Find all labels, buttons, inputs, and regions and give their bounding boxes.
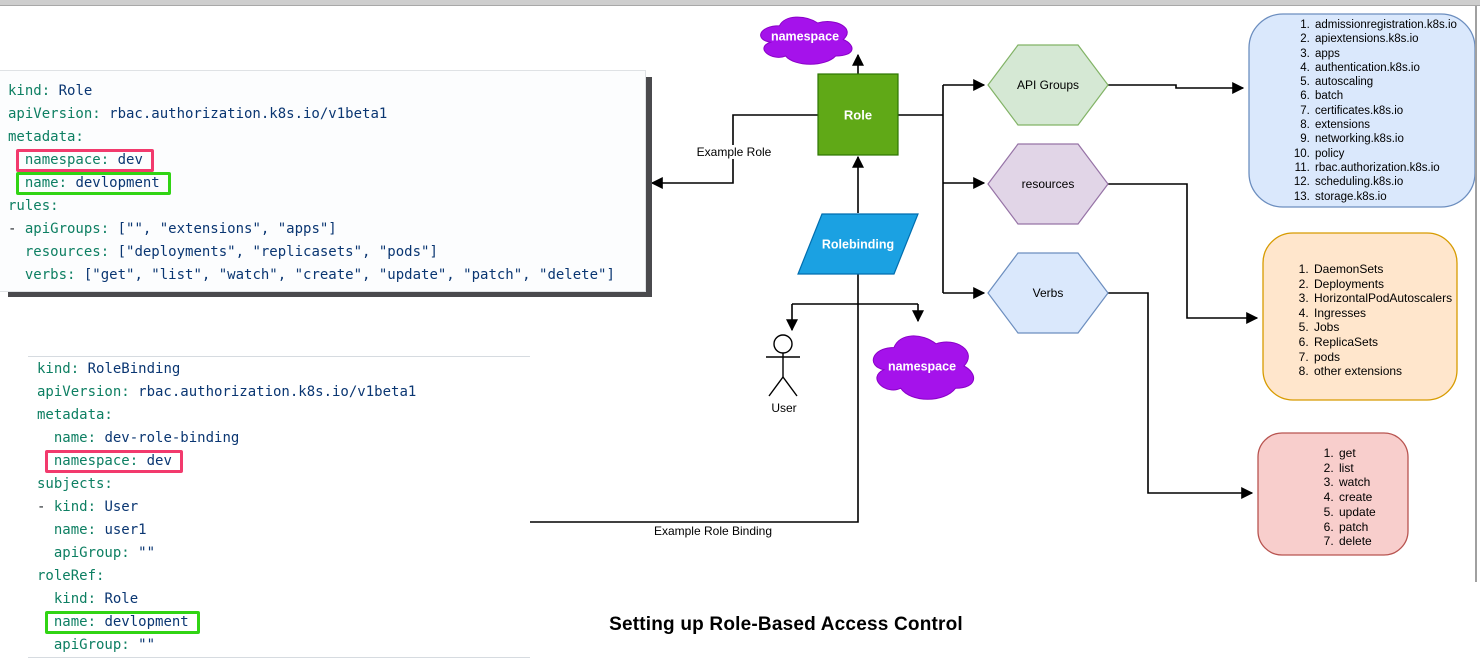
yaml-line: namespace: dev xyxy=(37,450,530,473)
diagram-title: Setting up Role-Based Access Control xyxy=(609,614,963,635)
yaml-line: - kind: User xyxy=(37,499,139,515)
edge-api-groups-to-list xyxy=(1108,82,1245,94)
list-item: apps xyxy=(1313,47,1474,61)
yaml-line: resources: ["deployments", "replicasets"… xyxy=(24,244,438,260)
verbs-hexagon-label: Verbs xyxy=(1033,286,1064,300)
list-item: create xyxy=(1337,490,1408,505)
list-item: DaemonSets xyxy=(1312,262,1457,277)
list-item: patch xyxy=(1337,520,1408,535)
list-item: rbac.authorization.k8s.io xyxy=(1313,161,1474,175)
list-item: scheduling.k8s.io xyxy=(1313,175,1474,189)
resources-list: DaemonSetsDeploymentsHorizontalPodAutosc… xyxy=(1263,262,1457,379)
name-highlight-box: name: devlopment xyxy=(44,611,200,634)
window-right-border xyxy=(1475,6,1477,582)
yaml-line: - apiGroups: ["", "extensions", "apps"] xyxy=(8,221,337,237)
name-highlight-box: name: devlopment xyxy=(15,172,171,195)
list-item: ReplicaSets xyxy=(1312,335,1457,350)
list-item: pods xyxy=(1312,350,1457,365)
yaml-line: apiGroup: "" xyxy=(53,545,156,561)
list-item: get xyxy=(1337,446,1408,461)
edge-resources-to-list xyxy=(1108,183,1259,324)
list-item: autoscaling xyxy=(1313,75,1474,89)
yaml-line: name: user1 xyxy=(53,522,147,538)
yaml-line: subjects: xyxy=(37,476,113,492)
list-item: delete xyxy=(1337,534,1408,549)
user-icon xyxy=(766,334,800,397)
verbs-ol: getlistwatchcreateupdatepatchdelete xyxy=(1258,446,1408,549)
yaml-line: namespace: dev xyxy=(8,149,645,172)
yaml-line: verbs: ["get", "list", "watch", "create"… xyxy=(24,267,615,283)
yaml-line: name: devlopment xyxy=(37,611,530,634)
list-item: watch xyxy=(1337,475,1408,490)
list-item: networking.k8s.io xyxy=(1313,132,1474,146)
edge-role-junction xyxy=(898,85,944,293)
list-item: policy xyxy=(1313,147,1474,161)
list-item: authentication.k8s.io xyxy=(1313,61,1474,75)
yaml-line: kind: Role xyxy=(53,591,139,607)
list-item: storage.k8s.io xyxy=(1313,190,1474,204)
list-item: Ingresses xyxy=(1312,306,1457,321)
namespace-highlight-box: namespace: dev xyxy=(15,149,154,172)
namespace-cloud-bottom-label: namespace xyxy=(888,359,956,373)
role-node: Role xyxy=(817,73,899,156)
diagram-edges xyxy=(499,53,1259,528)
edge-verbs-to-list xyxy=(1108,292,1254,499)
verbs-hexagon: Verbs xyxy=(987,252,1109,334)
resources-ol: DaemonSetsDeploymentsHorizontalPodAutosc… xyxy=(1263,262,1457,379)
namespace-cloud-top: namespace xyxy=(760,16,853,65)
yaml-line: name: dev-role-binding xyxy=(53,430,240,446)
yaml-line: rules: xyxy=(8,198,59,214)
yaml-line: kind: RoleBinding xyxy=(37,361,181,377)
yaml-line: apiGroup: "" xyxy=(53,637,156,653)
list-item: Jobs xyxy=(1312,320,1457,335)
yaml-line: metadata: xyxy=(37,407,113,423)
yaml-line: apiVersion: rbac.authorization.k8s.io/v1… xyxy=(37,384,417,400)
role-yaml-panel: kind: Role apiVersion: rbac.authorization… xyxy=(0,70,646,292)
edge-example-role-binding xyxy=(499,274,859,528)
list-item: batch xyxy=(1313,89,1474,103)
namespace-cloud-bottom: namespace xyxy=(872,335,974,400)
yaml-line: metadata: xyxy=(8,129,84,145)
resources-hexagon: resources xyxy=(987,143,1109,225)
window-top-bar xyxy=(0,0,1480,6)
rolebinding-node: Rolebinding xyxy=(797,213,919,275)
example-role-label: Example Role xyxy=(687,145,781,159)
list-item: update xyxy=(1337,505,1408,520)
list-item: Deployments xyxy=(1312,277,1457,292)
yaml-line: roleRef: xyxy=(37,568,105,584)
role-node-label: Role xyxy=(844,107,872,122)
list-item: list xyxy=(1337,461,1408,476)
yaml-line: apiVersion: rbac.authorization.k8s.io/v1… xyxy=(8,106,388,122)
api-groups-ol: admissionregistration.k8s.ioapiextension… xyxy=(1252,18,1474,204)
resources-list-box xyxy=(1262,232,1458,401)
verbs-list-box xyxy=(1257,432,1409,556)
rolebinding-node-label: Rolebinding xyxy=(822,237,894,251)
list-item: admissionregistration.k8s.io xyxy=(1313,18,1474,32)
namespace-highlight-box: namespace: dev xyxy=(44,450,183,473)
user-label: User xyxy=(771,401,797,415)
verbs-list: getlistwatchcreateupdatepatchdelete xyxy=(1258,446,1408,549)
yaml-line: kind: Role xyxy=(8,83,93,99)
api-groups-hexagon: API Groups xyxy=(987,44,1109,126)
list-item: extensions xyxy=(1313,118,1474,132)
list-item: other extensions xyxy=(1312,364,1457,379)
resources-hexagon-label: resources xyxy=(1022,177,1075,191)
list-item: HorizontalPodAutoscalers xyxy=(1312,291,1457,306)
example-role-binding-label: Example Role Binding xyxy=(648,524,778,538)
namespace-cloud-top-label: namespace xyxy=(771,29,839,43)
api-groups-hexagon-label: API Groups xyxy=(1017,78,1079,92)
list-item: apiextensions.k8s.io xyxy=(1313,32,1474,46)
list-item: certificates.k8s.io xyxy=(1313,104,1474,118)
rolebinding-yaml-panel: kind: RoleBinding apiVersion: rbac.author… xyxy=(28,356,530,658)
api-groups-list: admissionregistration.k8s.ioapiextension… xyxy=(1252,18,1474,204)
yaml-line: name: devlopment xyxy=(8,172,645,195)
